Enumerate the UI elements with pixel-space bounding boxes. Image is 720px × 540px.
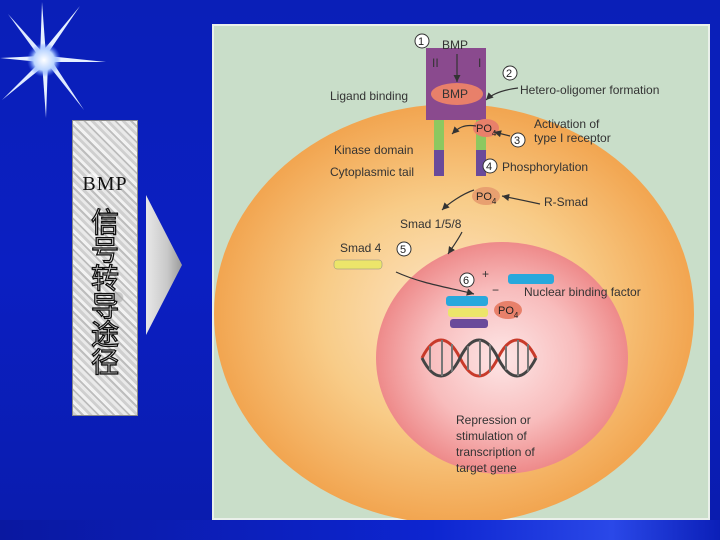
step-3-label: 3 xyxy=(514,135,520,147)
title-char: 导 xyxy=(90,290,119,323)
repression-label-3: transcription of xyxy=(456,445,535,459)
po4-receptor xyxy=(473,119,499,137)
dna-helix xyxy=(420,338,538,378)
step-6-label: 6 xyxy=(463,275,469,287)
bottom-bar xyxy=(0,520,720,540)
title-bmp: BMP xyxy=(82,173,128,195)
ligand-binding-label: Ligand binding xyxy=(330,89,408,103)
bmp-ligand-label: BMP xyxy=(442,87,468,101)
po4-complex xyxy=(494,301,522,319)
decorative-star-icon xyxy=(0,2,106,118)
title-char: 径 xyxy=(90,346,119,379)
arrow-right-icon xyxy=(146,195,182,335)
rsmad-label: R-Smad xyxy=(544,195,588,209)
title-char: 信 xyxy=(90,206,119,239)
complex-blue xyxy=(446,296,488,306)
smad158-label: Smad 1/5/8 xyxy=(400,217,462,231)
title-char: 途 xyxy=(90,318,119,351)
repression-label-1: Repression or xyxy=(456,413,531,427)
title-chinese: 信 号 转 导 途 径 xyxy=(81,206,129,379)
activation-label-1: Activation of xyxy=(534,117,600,131)
smad4-label: Smad 4 xyxy=(340,241,382,255)
step-1-label: 1 xyxy=(418,36,424,48)
step-2-label: 2 xyxy=(506,68,512,80)
bmp-ligand xyxy=(431,83,483,105)
title-char: 转 xyxy=(90,262,119,295)
activation-label-2: type I receptor xyxy=(534,131,611,145)
step-4-label: 4 xyxy=(486,161,492,173)
nucleus xyxy=(376,242,628,474)
title-char: 号 xyxy=(90,234,119,267)
hetero-oligomer-label: Hetero-oligomer formation xyxy=(520,83,659,97)
complex-yellow xyxy=(448,308,488,317)
kinase-domain-label: Kinase domain xyxy=(334,143,413,157)
plus-sign: + xyxy=(482,267,489,281)
po4-rsmad-label: PO4 xyxy=(476,191,497,206)
receptor-i-label: I xyxy=(478,56,481,70)
step-5-label: 5 xyxy=(400,244,406,256)
complex-purple xyxy=(450,319,488,328)
phosphorylation-label: Phosphorylation xyxy=(502,160,588,174)
nuclear-binding-label: Nuclear binding factor xyxy=(524,285,641,299)
title-panel: BMP 信 号 转 导 途 径 xyxy=(72,120,138,416)
repression-label-4: target gene xyxy=(456,461,517,475)
repression-label-2: stimulation of xyxy=(456,429,527,443)
smad4-protein xyxy=(333,259,383,270)
minus-sign: − xyxy=(492,283,499,297)
bmp-top-label: BMP xyxy=(442,38,468,52)
nuclear-binding-factor xyxy=(508,274,554,284)
po4-complex-label: PO4 xyxy=(498,305,519,320)
receptor-ii-label: II xyxy=(432,56,439,70)
rsmad xyxy=(472,187,500,205)
cytoplasmic-tail-label: Cytoplasmic tail xyxy=(330,165,414,179)
bmp-signaling-diagram: BMP 1 BMP II I 2 Hetero-oligomer formati… xyxy=(214,33,694,520)
